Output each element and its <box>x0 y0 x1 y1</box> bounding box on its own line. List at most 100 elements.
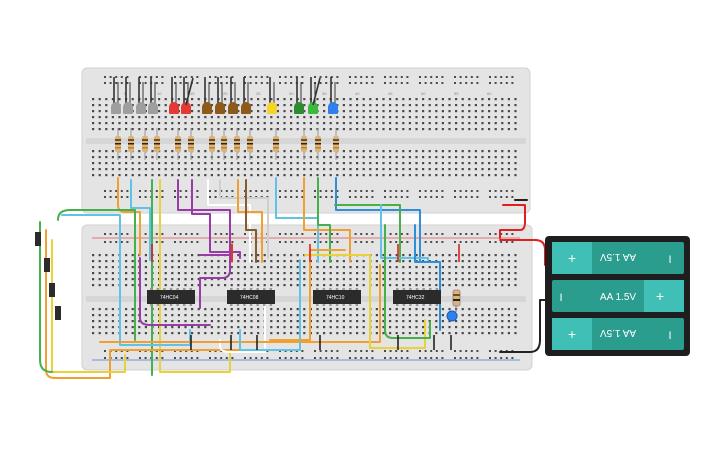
switch-array <box>35 232 61 320</box>
chip-label: 74HC08 <box>240 295 259 301</box>
output-indicator <box>446 289 461 322</box>
chip-label: 74HC04 <box>160 295 179 301</box>
resistor <box>142 128 148 160</box>
plus-sign: + <box>568 326 576 342</box>
wire-cyan-5 <box>239 259 301 351</box>
battery-cell: + I AA 1.5V <box>552 280 684 312</box>
wire-purple-2 <box>191 179 241 259</box>
column-label: 25 <box>256 91 261 96</box>
resistor <box>175 128 181 160</box>
resistor <box>301 128 307 160</box>
wire-orange-2 <box>237 179 263 263</box>
battery-cell: + I AA 1.5V <box>552 318 684 350</box>
column-label: 55 <box>454 91 459 96</box>
wire-white-1 <box>207 179 251 263</box>
resistor <box>188 128 194 160</box>
resistor-array <box>115 128 339 160</box>
led <box>228 77 238 114</box>
wire-cyan-2 <box>275 177 319 263</box>
wire-white-2 <box>219 299 266 353</box>
plus-sign: + <box>656 288 664 304</box>
led <box>181 77 191 114</box>
column-label: 50 <box>421 91 426 96</box>
logic-chips: 74HC04 74HC08 74HC10 74HC32 <box>147 288 441 306</box>
output-led <box>446 310 458 322</box>
wire-purple-1 <box>177 179 231 263</box>
wire-green-5 <box>39 221 53 373</box>
column-label: 45 <box>388 91 393 96</box>
logic-chip: 74HC04 <box>147 288 195 306</box>
battery-pack: + I AA 1.5V + I AA 1.5V + I AA 1.5V <box>545 236 690 356</box>
wire-green-3 <box>334 204 401 263</box>
wire-purple-4 <box>139 257 211 326</box>
logic-chip: 74HC32 <box>393 288 441 306</box>
minus-sign: I <box>559 292 562 304</box>
wire-red-power <box>499 204 526 239</box>
logic-chip: 74HC08 <box>227 288 275 306</box>
led <box>136 77 146 114</box>
resistor <box>247 128 253 160</box>
led <box>241 77 251 114</box>
wire-green-6 <box>384 224 431 339</box>
chip-label: 74HC10 <box>326 295 345 301</box>
resistor <box>234 128 240 160</box>
wire-black-battery <box>499 299 551 353</box>
column-label: 30 <box>289 91 294 96</box>
resistor <box>221 128 227 160</box>
short-jumpers <box>151 244 460 350</box>
led <box>267 77 277 114</box>
switch-3[interactable] <box>49 283 55 297</box>
wire-cyan-1 <box>130 179 151 261</box>
wire-yellow-2 <box>51 239 126 373</box>
resistor <box>333 128 339 160</box>
wire-blue-1 <box>335 177 421 263</box>
wire-brown-1 <box>245 179 257 263</box>
wiring <box>39 177 553 379</box>
logic-chip: 74HC10 <box>313 288 361 306</box>
led <box>202 77 212 114</box>
wire-cyan-4 <box>61 214 191 346</box>
wire-green-2 <box>317 177 331 263</box>
resistor <box>315 128 321 160</box>
battery-cell-label: AA 1.5V <box>600 251 636 262</box>
led <box>294 77 304 114</box>
wire-green-4 <box>57 209 136 341</box>
resistor <box>273 128 279 160</box>
led <box>328 77 338 114</box>
wire-cyan-3 <box>380 204 429 263</box>
resistor <box>154 128 160 160</box>
battery-cells: + I AA 1.5V + I AA 1.5V + I AA 1.5V <box>552 242 684 350</box>
battery-cell: + I AA 1.5V <box>552 242 684 274</box>
switch-4[interactable] <box>55 306 61 320</box>
led <box>148 77 158 114</box>
wire-orange-3 <box>303 177 351 263</box>
plus-sign: + <box>568 250 576 266</box>
switch-2[interactable] <box>44 258 50 272</box>
column-label: 20 <box>223 91 228 96</box>
minus-sign: I <box>668 254 671 266</box>
resistor <box>128 128 134 160</box>
led <box>123 77 133 114</box>
column-label: 10 <box>157 91 162 96</box>
led-row <box>111 77 338 114</box>
battery-cell-label: AA 1.5V <box>600 292 636 303</box>
column-label: 35 <box>322 91 327 96</box>
wire-yellow-1 <box>159 179 231 373</box>
resistor <box>209 128 215 160</box>
battery-cell-label: AA 1.5V <box>600 327 636 338</box>
minus-sign: I <box>668 330 671 342</box>
switch-1[interactable] <box>35 232 41 246</box>
column-label: 40 <box>355 91 360 96</box>
led <box>215 77 225 114</box>
led <box>169 77 179 114</box>
led <box>111 77 121 114</box>
column-label: 60 <box>487 91 492 96</box>
resistor <box>115 128 121 160</box>
led <box>308 77 318 114</box>
wire-orange-6 <box>269 249 346 341</box>
wire-grey-1 <box>219 179 269 259</box>
chip-label: 74HC32 <box>406 295 425 301</box>
column-label: 15 <box>190 91 195 96</box>
wire-purple-3 <box>199 254 231 309</box>
